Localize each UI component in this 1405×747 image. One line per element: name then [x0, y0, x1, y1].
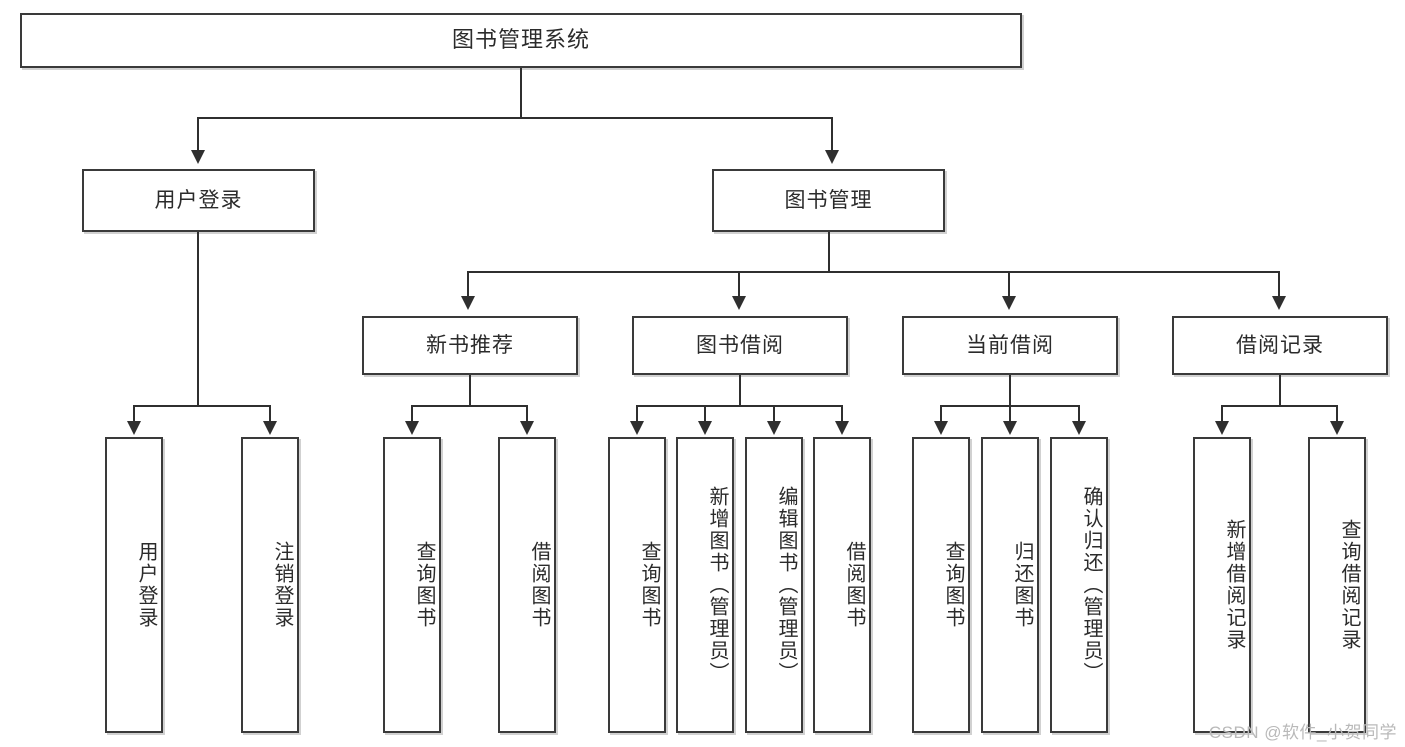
connector-book-manage-bus — [467, 271, 1280, 273]
connector-new-book-bus — [411, 405, 528, 407]
arrow-book-borrow-child1 — [630, 421, 644, 435]
leaf-book-borrow-edit[interactable]: 编辑图书（管理员） — [745, 437, 803, 733]
arrow-to-new-book — [461, 296, 475, 310]
arrow-to-book-borrow — [732, 296, 746, 310]
leaf-borrow-record-query[interactable]: 查询借阅记录 — [1308, 437, 1366, 733]
arrow-new-book-child1 — [405, 421, 419, 435]
connector-book-borrow-child3 — [773, 405, 775, 422]
arrow-to-user-login — [191, 150, 205, 164]
arrow-book-borrow-child2 — [698, 421, 712, 435]
connector-to-book-borrow — [738, 271, 740, 297]
connector-to-book-manage — [831, 117, 833, 151]
connector-new-book-child2 — [526, 405, 528, 422]
leaf-current-borrow-return[interactable]: 归还图书 — [981, 437, 1039, 733]
node-user-login[interactable]: 用户登录 — [82, 169, 315, 232]
connector-user-login-bus — [133, 405, 269, 407]
leaf-book-borrow-borrow[interactable]: 借阅图书 — [813, 437, 871, 733]
connector-to-borrow-record — [1278, 271, 1280, 297]
node-book-manage[interactable]: 图书管理 — [712, 169, 945, 232]
arrow-current-borrow-child2 — [1003, 421, 1017, 435]
connector-to-new-book — [467, 271, 469, 297]
connector-borrow-record-bus — [1221, 405, 1338, 407]
node-new-book-recommend[interactable]: 新书推荐 — [362, 316, 578, 375]
leaf-user-login-login[interactable]: 用户登录 — [105, 437, 163, 733]
connector-user-login-child2 — [269, 405, 271, 422]
arrow-user-login-child1 — [127, 421, 141, 435]
connector-book-borrow-child1 — [636, 405, 638, 422]
leaf-user-login-logout[interactable]: 注销登录 — [241, 437, 299, 733]
node-current-borrow[interactable]: 当前借阅 — [902, 316, 1118, 375]
leaf-book-borrow-add[interactable]: 新增图书（管理员） — [676, 437, 734, 733]
arrow-current-borrow-child1 — [934, 421, 948, 435]
connector-user-login-stem — [197, 232, 199, 407]
connector-root-stem — [520, 68, 522, 118]
node-root-system[interactable]: 图书管理系统 — [20, 13, 1022, 68]
leaf-new-book-borrow[interactable]: 借阅图书 — [498, 437, 556, 733]
arrow-new-book-child2 — [520, 421, 534, 435]
leaf-new-book-query[interactable]: 查询图书 — [383, 437, 441, 733]
node-borrow-record[interactable]: 借阅记录 — [1172, 316, 1388, 375]
arrow-user-login-child2 — [263, 421, 277, 435]
arrow-current-borrow-child3 — [1072, 421, 1086, 435]
connector-current-borrow-child1 — [940, 405, 942, 422]
connector-new-book-stem — [469, 375, 471, 406]
connector-new-book-child1 — [411, 405, 413, 422]
connector-current-borrow-child3 — [1078, 405, 1080, 422]
leaf-current-borrow-confirm-return[interactable]: 确认归还（管理员） — [1050, 437, 1108, 733]
connector-book-borrow-child4 — [841, 405, 843, 422]
connector-to-user-login — [197, 117, 199, 151]
connector-current-borrow-child2 — [1009, 405, 1011, 422]
connector-book-borrow-stem — [739, 375, 741, 406]
connector-book-borrow-bus — [636, 405, 842, 407]
leaf-book-borrow-query[interactable]: 查询图书 — [608, 437, 666, 733]
connector-borrow-record-child2 — [1336, 405, 1338, 422]
leaf-borrow-record-add[interactable]: 新增借阅记录 — [1193, 437, 1251, 733]
connector-to-current-borrow — [1008, 271, 1010, 297]
connector-borrow-record-stem — [1279, 375, 1281, 406]
arrow-to-current-borrow — [1002, 296, 1016, 310]
leaf-current-borrow-query[interactable]: 查询图书 — [912, 437, 970, 733]
connector-current-borrow-stem — [1009, 375, 1011, 406]
connector-book-borrow-child2 — [704, 405, 706, 422]
arrow-borrow-record-child1 — [1215, 421, 1229, 435]
connector-user-login-child1 — [133, 405, 135, 422]
node-book-borrow[interactable]: 图书借阅 — [632, 316, 848, 375]
arrow-to-borrow-record — [1272, 296, 1286, 310]
connector-borrow-record-child1 — [1221, 405, 1223, 422]
arrow-to-book-manage — [825, 150, 839, 164]
arrow-book-borrow-child3 — [767, 421, 781, 435]
connector-root-bus — [197, 117, 833, 119]
connector-book-manage-stem — [828, 232, 830, 272]
arrow-borrow-record-child2 — [1330, 421, 1344, 435]
arrow-book-borrow-child4 — [835, 421, 849, 435]
